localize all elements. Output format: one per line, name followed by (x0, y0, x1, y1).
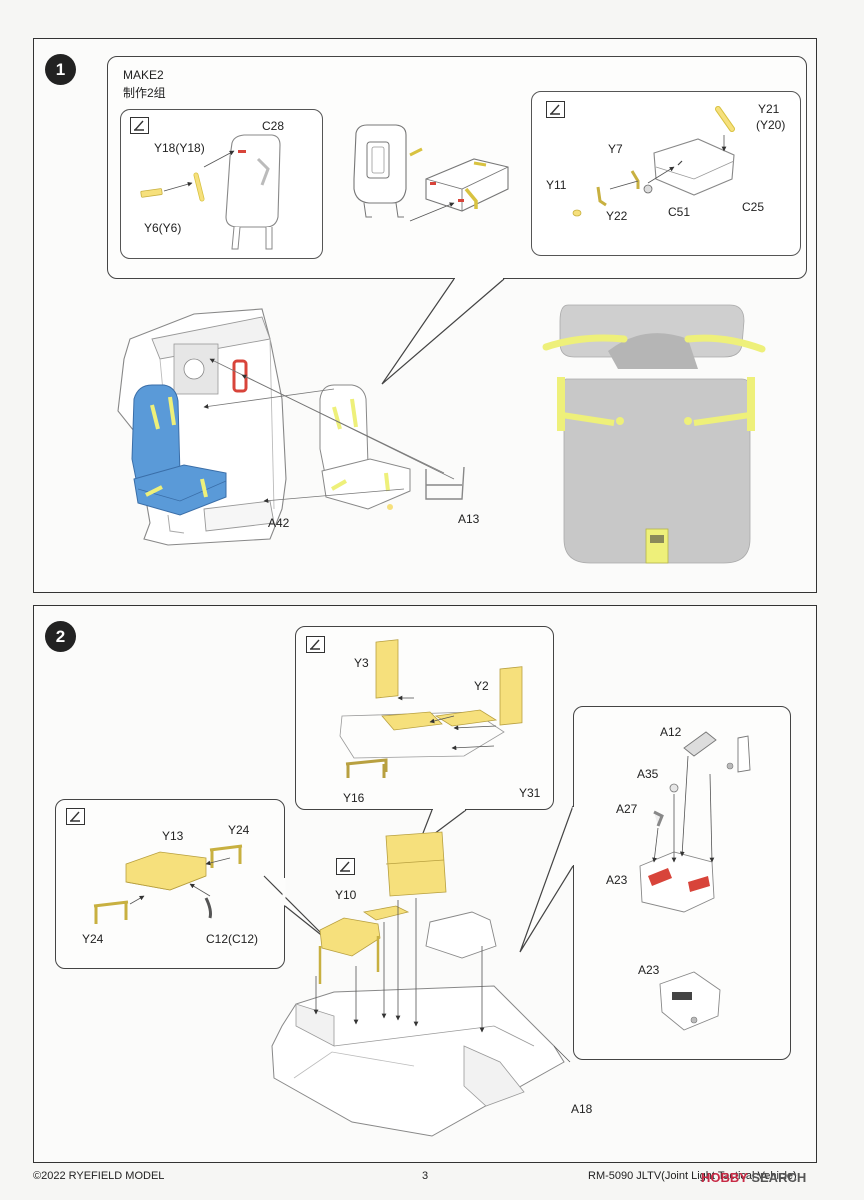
label-c25: C25 (742, 200, 765, 214)
seat-back-c28 (225, 134, 281, 250)
label-y20: (Y20) (756, 118, 786, 132)
label-y6: Y6(Y6) (144, 221, 182, 235)
bracket-base (381, 711, 443, 731)
step-2-drawing (93, 639, 751, 1137)
bracket-y31 (499, 666, 523, 726)
label-y13: Y13 (162, 829, 184, 843)
step-1-panel: 1 MAKE2 制作2组 (33, 38, 817, 593)
label-y18: Y18(Y18) (154, 141, 205, 155)
assembly-tool-icon (306, 636, 325, 653)
bracket-a13 (425, 466, 465, 500)
label-a23-top: A23 (606, 873, 628, 887)
label-a18: A18 (571, 1102, 593, 1116)
label-y16: Y16 (343, 791, 365, 805)
page-number: 3 (422, 1170, 429, 1182)
make2-title: MAKE2 (123, 68, 164, 82)
label-y22: Y22 (606, 209, 628, 223)
assembly-tool-icon (546, 101, 565, 118)
watermark-suffix: SEARCH (751, 1170, 807, 1185)
seat-reference-render (542, 304, 766, 564)
bracket-y3 (375, 639, 399, 699)
watermark-brand: HOBBY (701, 1170, 748, 1185)
buckle-y7 (630, 170, 640, 189)
label-c51: C51 (668, 205, 691, 219)
buckle-y22 (596, 186, 607, 207)
part-a35 (669, 783, 679, 793)
label-a23-bottom: A23 (638, 963, 660, 977)
label-y24-left: Y24 (82, 932, 104, 946)
label-y24-top: Y24 (228, 823, 250, 837)
console-outline (425, 911, 497, 959)
label-y2: Y2 (474, 679, 489, 693)
label-y3: Y3 (354, 656, 369, 670)
cable-c12 (204, 897, 212, 919)
bench-assembled (319, 917, 381, 957)
console-a23-side (659, 971, 721, 1031)
step-1-drawing (117, 106, 766, 564)
part-a27 (653, 810, 664, 827)
label-y10: Y10 (335, 888, 357, 902)
assembly-tool-icon (130, 117, 149, 134)
belt-y21 (716, 107, 734, 131)
belt-y18 (193, 172, 205, 202)
console-a23 (639, 851, 715, 913)
seat-cushion-c25 (653, 138, 735, 196)
label-a35: A35 (637, 767, 659, 781)
label-c12: C12(C12) (206, 932, 259, 946)
step-number-2: 2 (45, 621, 76, 652)
label-y7: Y7 (608, 142, 623, 156)
label-a42: A42 (268, 516, 290, 530)
floor-a18 (271, 985, 565, 1137)
footer-copyright: ©2022 RYEFIELD MODEL (33, 1170, 165, 1182)
plate-y2 (434, 709, 498, 727)
rail-y16 (345, 758, 388, 778)
knob-c51 (643, 184, 653, 194)
part-y11 (572, 209, 582, 217)
part-a12 (683, 731, 717, 757)
extinguisher (737, 735, 751, 773)
footer-product: RM-5090 JLTV(Joint Light Tactical Vehicl… (588, 1170, 797, 1182)
step-number-1: 1 (45, 54, 76, 85)
watermark: HOBBY SEARCH (701, 1170, 806, 1185)
label-y21: Y21 (758, 102, 780, 116)
plate-y10 (362, 905, 410, 921)
blue-seat-installed (131, 384, 227, 534)
assembly-tool-icon (66, 808, 85, 825)
assembly-tool-icon (336, 858, 355, 875)
step-2-panel: 2 (33, 605, 817, 1163)
label-a12: A12 (660, 725, 682, 739)
make2-subtitle: 制作2组 (123, 86, 166, 100)
seat-back-detail-box (120, 109, 323, 259)
label-a27: A27 (616, 802, 638, 816)
belt-y6 (140, 188, 163, 198)
seat-back-assembly (353, 124, 423, 218)
label-c28: C28 (262, 119, 285, 133)
label-a13: A13 (458, 512, 480, 526)
seat-outline-installed (319, 384, 411, 510)
label-y31: Y31 (519, 786, 541, 800)
label-y11: Y11 (546, 178, 567, 192)
bracket-assembled (385, 831, 447, 897)
seat-cushion-assembly (425, 158, 509, 212)
